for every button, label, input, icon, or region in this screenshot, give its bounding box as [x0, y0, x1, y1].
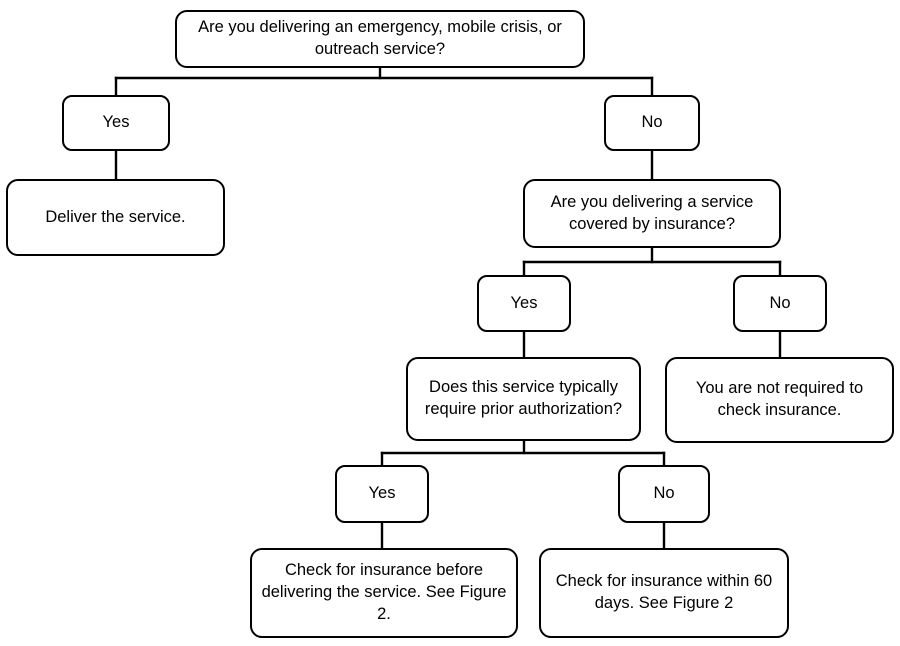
node-label-r-check-before: Check for insurance before delivering th… [261, 561, 507, 623]
node-label-r-not-required: You are not required to check insurance. [695, 379, 864, 419]
node-a3-no: No [618, 465, 710, 523]
node-label-q-covered: Are you delivering a service covered by … [550, 192, 754, 233]
node-q-prior-auth: Does this service typically require prio… [406, 357, 641, 441]
node-label-r-deliver: Deliver the service. [45, 207, 186, 226]
node-label-a1-yes: Yes [102, 113, 130, 132]
node-r-check-60-days: Check for insurance within 60 days. See … [539, 548, 789, 638]
node-label-r-check-60-days: Check for insurance within 60 days. See … [555, 572, 773, 612]
node-a2-yes: Yes [477, 275, 571, 332]
node-label-a3-yes: Yes [368, 484, 396, 503]
node-label-a2-yes: Yes [510, 293, 538, 312]
node-r-deliver: Deliver the service. [6, 179, 225, 256]
node-a1-yes: Yes [62, 95, 170, 151]
node-label-q-emergency: Are you delivering an emergency, mobile … [198, 18, 562, 58]
node-a1-no: No [604, 95, 700, 151]
node-a2-no: No [733, 275, 827, 332]
node-a3-yes: Yes [335, 465, 429, 523]
node-label-q-prior-auth: Does this service typically require prio… [424, 378, 623, 418]
node-r-check-before: Check for insurance before delivering th… [250, 548, 518, 638]
node-q-emergency: Are you delivering an emergency, mobile … [175, 10, 585, 68]
node-label-a1-no: No [641, 113, 663, 132]
node-label-a3-no: No [653, 484, 675, 503]
node-label-a2-no: No [769, 293, 791, 312]
node-q-covered: Are you delivering a service covered by … [523, 179, 781, 248]
node-r-not-required: You are not required to check insurance. [665, 357, 894, 443]
